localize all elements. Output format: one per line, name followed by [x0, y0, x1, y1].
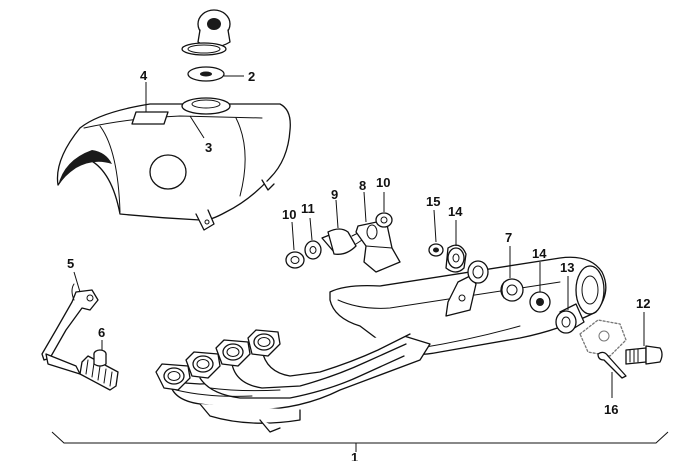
exhaust-headers: [169, 333, 431, 433]
cap-seal-ring: [181, 42, 227, 56]
callout-13: 13: [560, 260, 574, 275]
rubber-grommet-14a: [445, 244, 467, 273]
callout-14a: 14: [448, 204, 463, 219]
washer-10-left: [285, 251, 305, 269]
callout-2: 2: [248, 69, 255, 84]
callout-10a: 10: [282, 207, 296, 222]
callout-8: 8: [359, 178, 366, 193]
callout-6: 6: [98, 325, 105, 340]
callout-4: 4: [140, 68, 148, 83]
leader-5: [73, 271, 81, 293]
callout-14b: 14: [532, 246, 547, 261]
rubber-grommet-7: [500, 278, 524, 302]
callout-1: 1: [351, 450, 358, 461]
assembly-bracket: [51, 431, 669, 444]
filler-cap: [197, 9, 231, 48]
leader-11: [309, 217, 313, 241]
callout-7: 7: [505, 230, 512, 245]
fuel-tank: [56, 97, 291, 231]
cotter-pin-16: [597, 351, 627, 379]
spacer-sleeve-13: [555, 303, 585, 334]
bushing-15: [428, 243, 444, 257]
callout-5: 5: [67, 256, 74, 271]
leader-9: [335, 199, 339, 229]
washer-11: [304, 240, 322, 260]
footrest-rubber: [79, 349, 119, 391]
callout-3: 3: [205, 140, 212, 155]
callout-12: 12: [636, 296, 650, 311]
rubber-grommet-14b: [529, 291, 551, 313]
bolt-12: [625, 345, 663, 365]
leader-10a: [291, 221, 295, 251]
callout-10b: 10: [376, 175, 390, 190]
bracket-8: [355, 219, 401, 273]
callout-11: 11: [301, 201, 315, 216]
clamp-bracket: [579, 319, 627, 357]
callout-15: 15: [426, 194, 440, 209]
cap-gasket-plate: [187, 66, 225, 82]
leader-15: [433, 209, 437, 243]
washer-10-right: [375, 212, 393, 228]
callout-9: 9: [331, 187, 338, 202]
leader-3: [189, 115, 205, 139]
exhaust-port-flanges: [155, 329, 281, 391]
callout-16: 16: [604, 402, 618, 417]
leader-8: [363, 191, 367, 223]
exhaust-silencer: [329, 256, 607, 356]
